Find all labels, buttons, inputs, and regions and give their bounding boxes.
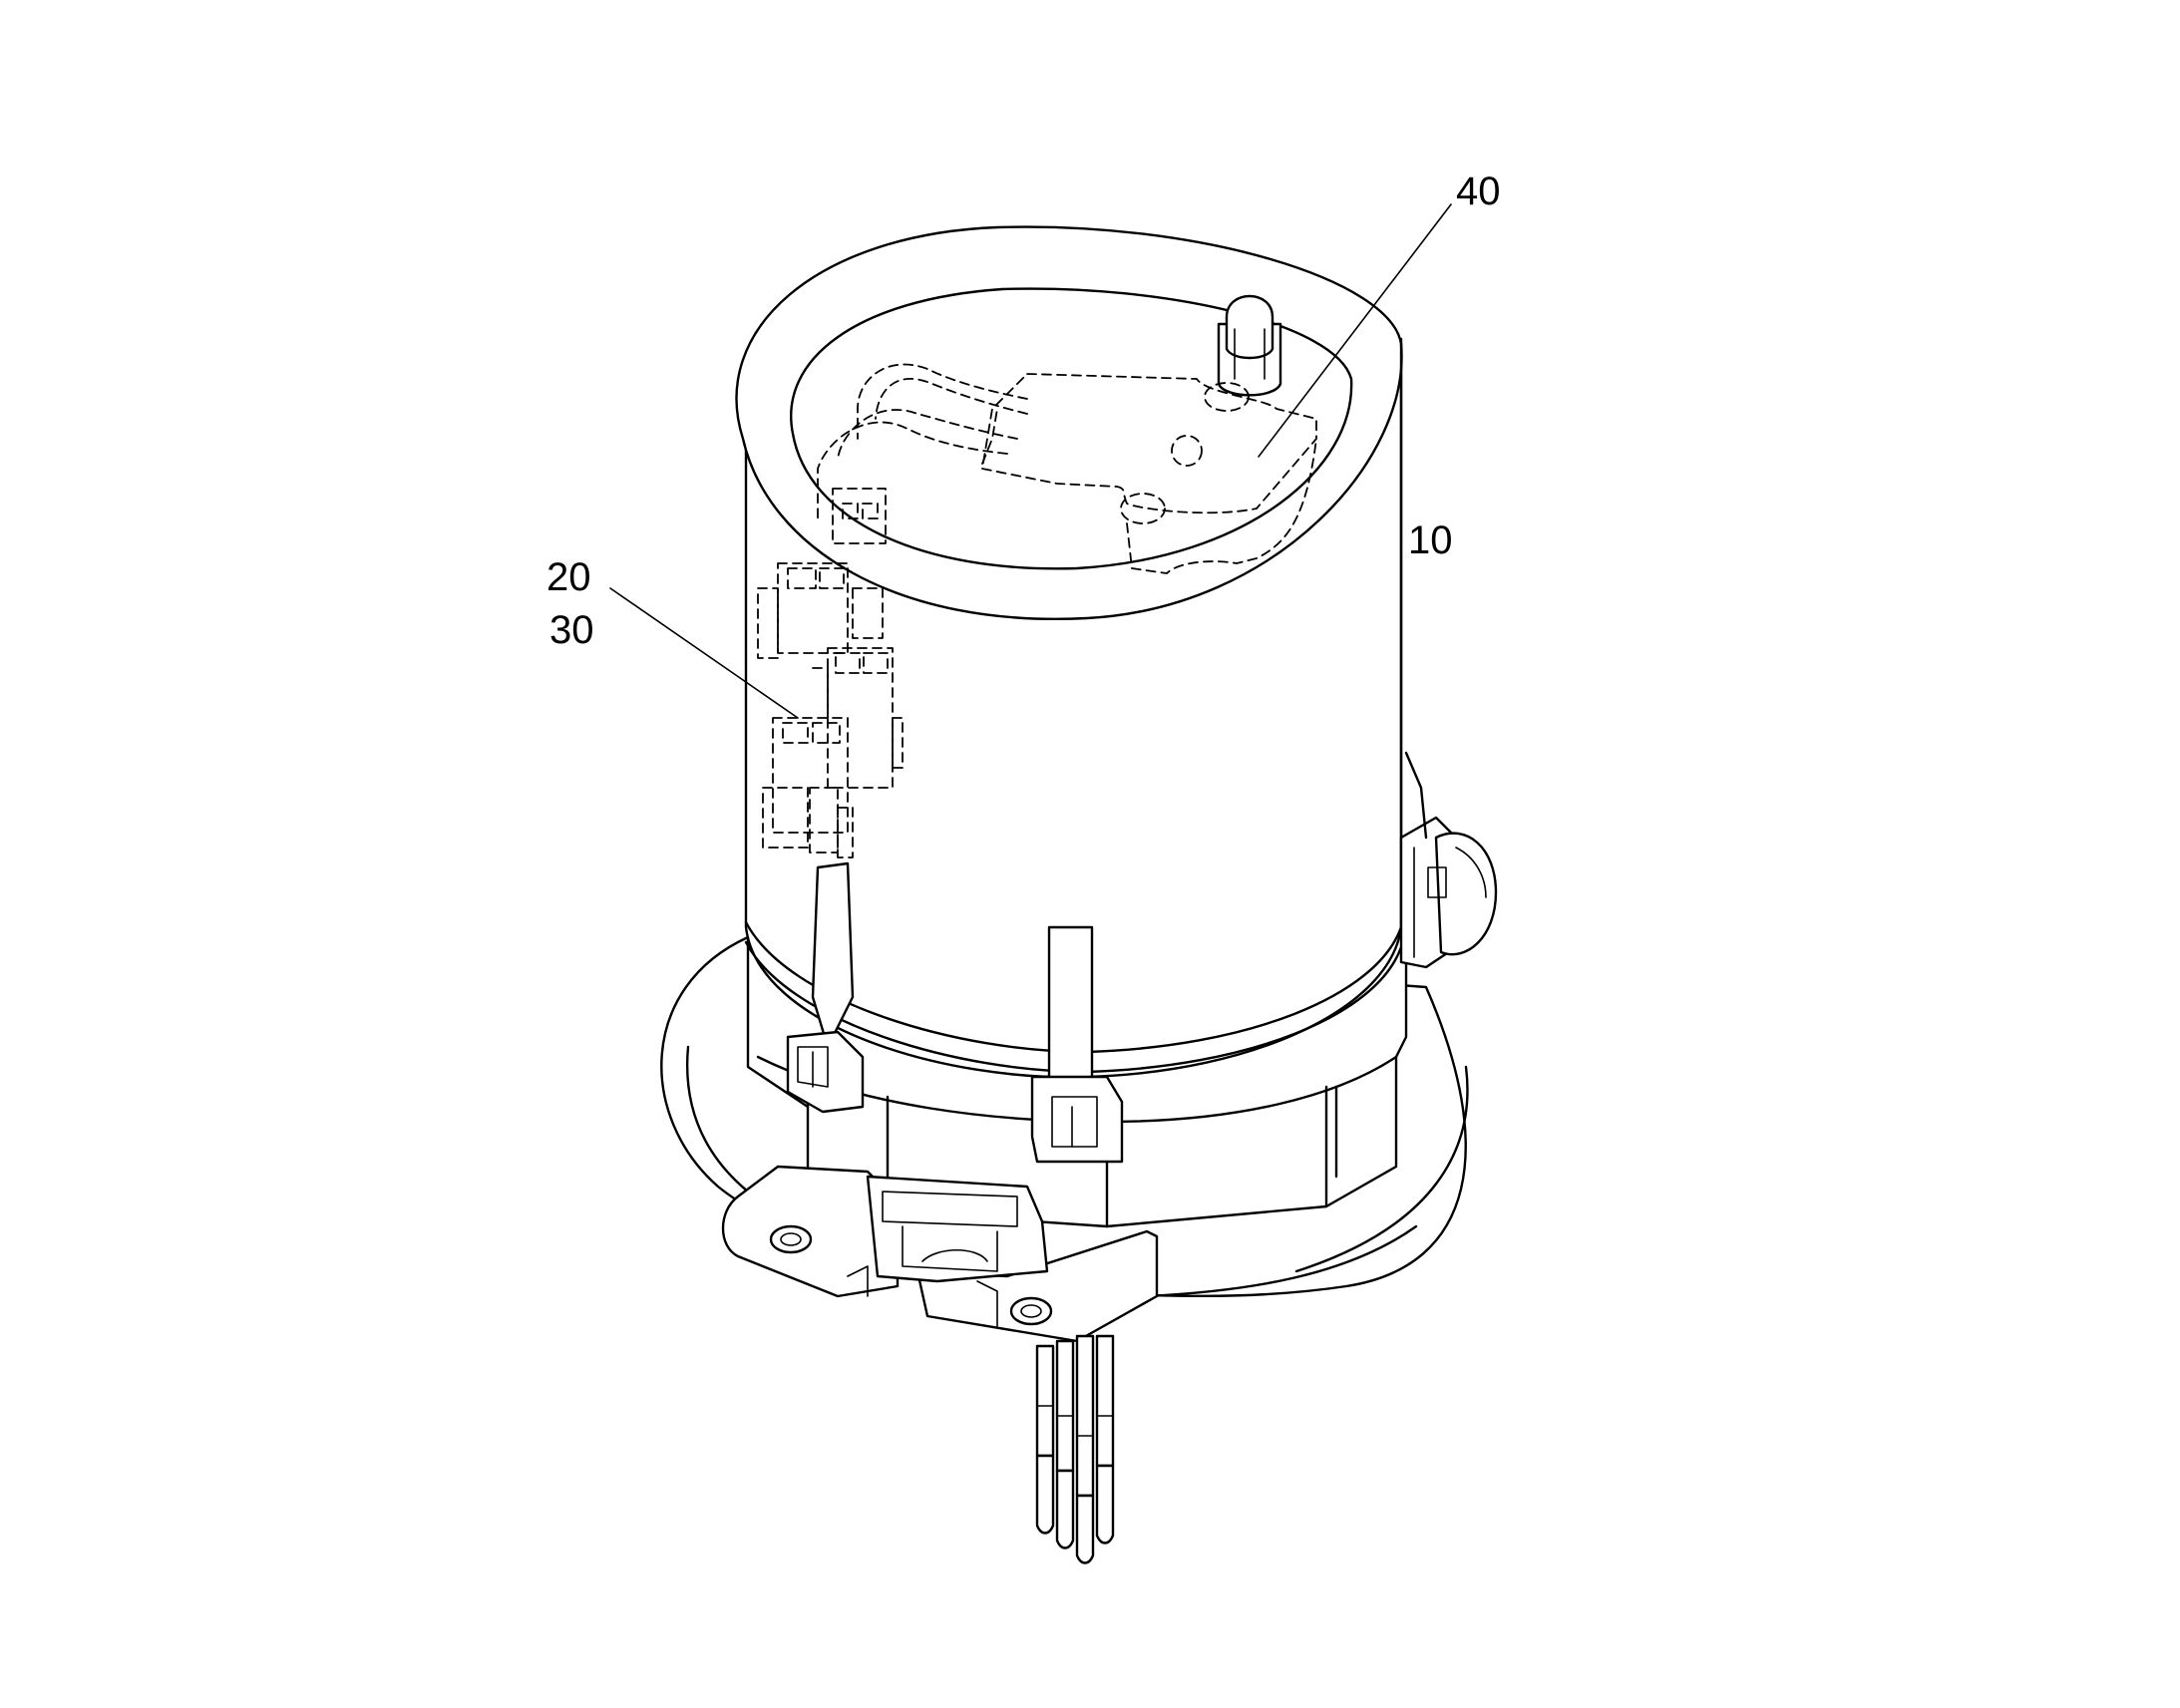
label-40: 40	[1456, 170, 1501, 213]
leader-20-30	[609, 587, 799, 719]
cable-gland-right	[1399, 751, 1498, 969]
cap-nut	[1217, 294, 1282, 397]
label-20: 20	[546, 555, 591, 599]
leader-40	[1258, 203, 1452, 458]
internal-switch-40-hidden	[817, 363, 1317, 574]
cable-strap-center	[1030, 925, 1124, 1164]
mounting-bracket	[721, 1165, 1159, 1343]
label-10: 10	[1408, 518, 1453, 562]
leader-lines	[609, 203, 1452, 719]
hidden-connectors-20-30	[757, 488, 904, 858]
lead-wires	[1035, 1334, 1115, 1564]
cable-strap-left	[786, 861, 865, 1114]
label-30: 30	[549, 608, 594, 652]
